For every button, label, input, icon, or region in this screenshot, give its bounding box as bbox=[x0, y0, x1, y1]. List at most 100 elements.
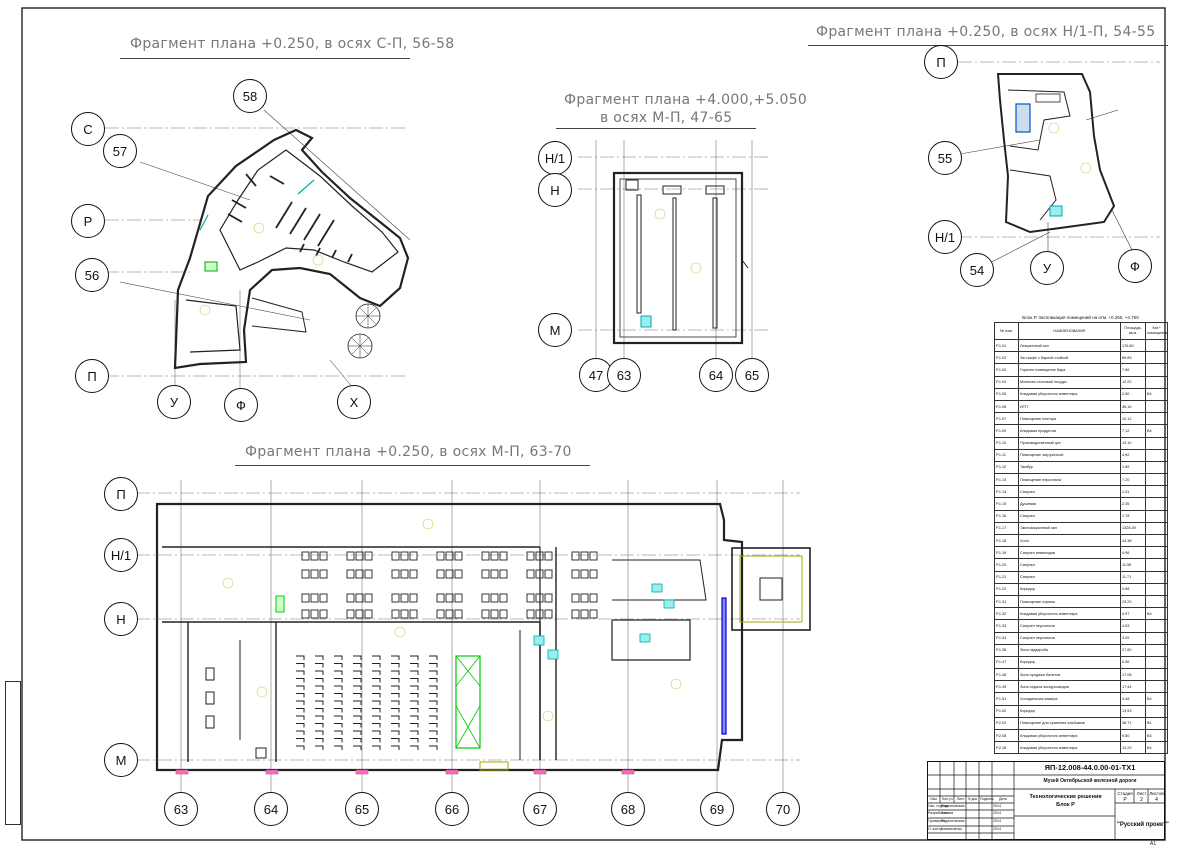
room-category-cell bbox=[1145, 351, 1168, 365]
exhibit-stand bbox=[445, 569, 454, 579]
seating-rows bbox=[296, 655, 438, 750]
axis-bubble: Н/1 bbox=[104, 538, 138, 572]
room-category-cell bbox=[1145, 582, 1168, 596]
seat bbox=[315, 693, 324, 698]
seat bbox=[391, 730, 400, 735]
seat bbox=[372, 685, 381, 690]
room-category-cell bbox=[1145, 399, 1168, 414]
exhibit-stand bbox=[481, 593, 490, 603]
seat bbox=[391, 678, 400, 683]
seat bbox=[296, 745, 305, 750]
seat bbox=[353, 685, 362, 690]
room-category-cell bbox=[1145, 485, 1168, 499]
seat bbox=[429, 738, 438, 743]
sheets-value: 4 bbox=[1155, 797, 1158, 803]
exhibit-stand bbox=[535, 569, 544, 579]
axis-bubble: У bbox=[1030, 251, 1064, 285]
room-number-cell: Р.1.18 bbox=[994, 533, 1019, 548]
room-name-cell: Помещение для хранения альбомов bbox=[1018, 716, 1121, 731]
room-area-cell: 7.86 bbox=[1120, 363, 1146, 377]
exhibit-stand bbox=[409, 609, 418, 619]
exhibit-stand bbox=[436, 609, 445, 619]
room-category-cell bbox=[1145, 375, 1168, 389]
seat bbox=[334, 670, 343, 675]
room-name-cell: Горячее помещение бара bbox=[1018, 363, 1121, 377]
room-category-cell bbox=[1145, 521, 1168, 536]
header-cell: Кат.* помещения bbox=[1145, 322, 1168, 340]
room-category-cell: В4 bbox=[1145, 741, 1168, 755]
axis-bubble: 54 bbox=[960, 253, 994, 287]
room-area-cell: 13.53 bbox=[1120, 704, 1146, 718]
room-number-cell: Р.1.34 bbox=[994, 631, 1019, 645]
room-number-cell: Р.1.20 bbox=[994, 558, 1019, 572]
header-cell: № пом. bbox=[994, 322, 1019, 340]
room-area-cell: 17.08 bbox=[1120, 668, 1146, 682]
room-category-cell bbox=[1145, 594, 1168, 609]
axis-bubble: 57 bbox=[103, 134, 137, 168]
room-area-cell: 27.60 bbox=[1120, 643, 1146, 657]
exhibit-stand bbox=[346, 593, 355, 603]
room-number-cell: Р.1.03 bbox=[994, 363, 1019, 377]
room-name-cell: Санузел bbox=[1018, 570, 1121, 584]
seat bbox=[334, 663, 343, 668]
seat bbox=[372, 700, 381, 705]
axis-bubble: Ф bbox=[224, 388, 258, 422]
seat bbox=[334, 715, 343, 720]
column-header: Кол.уч bbox=[942, 797, 953, 801]
room-number-cell: Р.1.15 bbox=[994, 497, 1019, 511]
title-plan-bottom: Фрагмент плана +0.250, в осях М-П, 63-70 bbox=[245, 444, 572, 460]
seat bbox=[429, 730, 438, 735]
exhibit-tables bbox=[301, 551, 598, 619]
exhibit-stand bbox=[319, 569, 328, 579]
seat bbox=[353, 745, 362, 750]
title-underline bbox=[556, 128, 756, 129]
room-name-cell: ИТП bbox=[1018, 399, 1121, 414]
sheet-format: А1 bbox=[1150, 841, 1157, 847]
seat bbox=[334, 738, 343, 743]
seat bbox=[296, 678, 305, 683]
room-area-cell: 23.20 bbox=[1120, 594, 1146, 609]
sheet-value: 2 bbox=[1140, 797, 1143, 803]
room-name-cell: Санузел персонала bbox=[1018, 631, 1121, 645]
exhibit-stand bbox=[301, 551, 310, 561]
seat bbox=[315, 700, 324, 705]
seat bbox=[353, 655, 362, 660]
seat bbox=[391, 693, 400, 698]
room-number-cell: Р.1.52 bbox=[994, 704, 1019, 718]
room-number-cell: Р.1.48 bbox=[994, 668, 1019, 682]
room-number-cell: Р.1.47 bbox=[994, 655, 1019, 670]
seat bbox=[372, 730, 381, 735]
exhibit-stand bbox=[445, 593, 454, 603]
title-block bbox=[927, 761, 1165, 840]
room-category-cell bbox=[1145, 448, 1168, 462]
signer-name: Зонова bbox=[941, 811, 954, 815]
column-header: Дата bbox=[999, 797, 1007, 801]
signer-role: Нач. отдела bbox=[928, 804, 948, 808]
seat bbox=[391, 715, 400, 720]
exhibit-stand bbox=[364, 609, 373, 619]
axis-bubble: 68 bbox=[611, 792, 645, 826]
seat bbox=[410, 685, 419, 690]
room-name-cell: Санузел персонала bbox=[1018, 619, 1121, 633]
seat bbox=[353, 693, 362, 698]
room-number-cell: Р.1.33 bbox=[994, 619, 1019, 633]
room-category-cell bbox=[1145, 558, 1168, 572]
seat bbox=[372, 693, 381, 698]
room-area-cell: 34.38 bbox=[1120, 533, 1146, 548]
seat bbox=[410, 708, 419, 713]
seat bbox=[334, 730, 343, 735]
column-header: Изм. bbox=[930, 797, 938, 801]
exhibit-stand bbox=[391, 551, 400, 561]
seat bbox=[410, 663, 419, 668]
room-area-cell: 4.92 bbox=[1120, 448, 1146, 462]
signer-date: 2014 bbox=[993, 827, 1001, 831]
axis-bubble: 58 bbox=[233, 79, 267, 113]
room-category-cell: В4 bbox=[1145, 728, 1168, 743]
exhibit-stand bbox=[481, 569, 490, 579]
exhibit-stand bbox=[499, 569, 508, 579]
room-area-cell: 13.10 bbox=[1120, 436, 1146, 450]
